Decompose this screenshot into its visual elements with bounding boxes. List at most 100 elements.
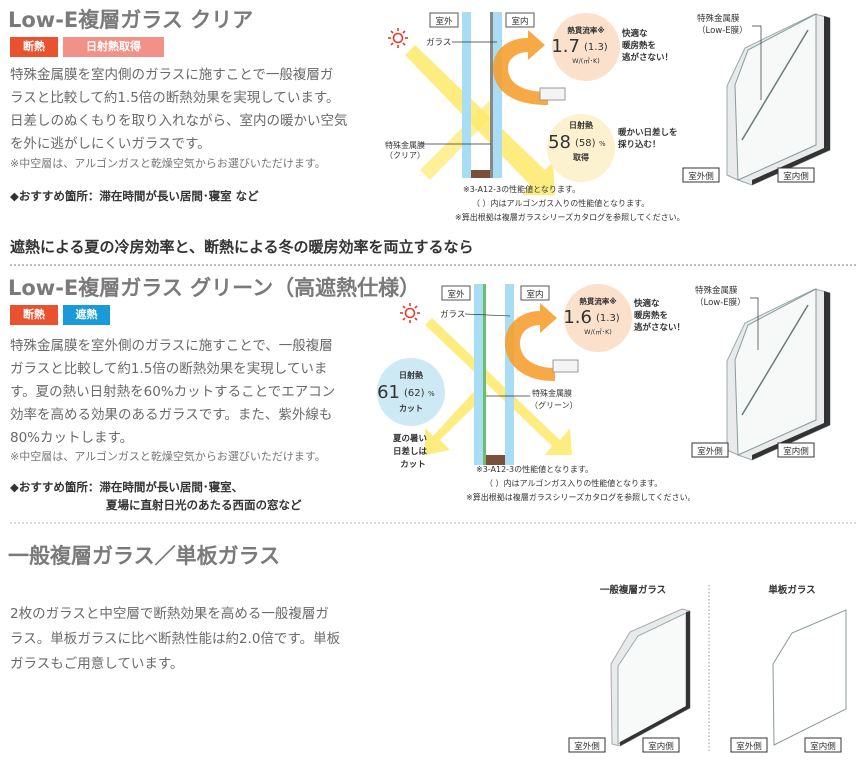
u-caption: 逃がさない！	[622, 52, 673, 63]
badge-solar-gain: 日射熱取得	[63, 37, 164, 57]
solar-argon: (62)	[404, 388, 425, 399]
inside-side-label: 室内側	[783, 171, 809, 182]
inside-side-box	[777, 167, 815, 183]
section1-title: Low-E複層ガラス クリア	[8, 8, 254, 32]
film-leader	[750, 297, 759, 350]
body-line: 日差しのぬくもりを取り入れながら、室内の暖かい空気	[10, 113, 348, 129]
inside-label: 室内	[526, 289, 543, 300]
film-leader	[752, 25, 762, 100]
solar-caption: カット	[400, 460, 426, 470]
single-glass-icon	[772, 609, 847, 746]
inside-side-label: 室内側	[783, 446, 809, 457]
inside-side-box	[804, 737, 842, 753]
diagram-note: ※3-A12-3の性能値となります。	[463, 184, 580, 194]
heat-arrow	[493, 30, 548, 105]
film-label-sub: （クリア）	[385, 151, 425, 160]
u-caption: 快適な	[622, 28, 648, 39]
section2-recommend: ◆おすすめ箇所：滞在時間が長い居間･寝室、	[10, 480, 244, 494]
spacer	[486, 455, 505, 465]
solar-value: 61	[377, 382, 400, 403]
body-line: ラスと比較して約1.5倍の断熱効果を実現しています。	[10, 90, 340, 106]
solar-value: 58	[548, 132, 571, 153]
low-e-film-line	[741, 29, 809, 141]
low-e-green-illustration: 特殊金属膜 （Low-E膜） 室外側 室内側	[691, 285, 831, 461]
low-e-film-line	[741, 304, 809, 416]
solar-sub: 取得	[573, 152, 589, 162]
outside-side-box	[730, 737, 768, 753]
body-line: ガラスと比較して約1.5倍の断熱効果を実現していま	[10, 361, 328, 377]
film-label-sub: （グリーン）	[530, 400, 578, 410]
inner-glass-pane	[505, 284, 514, 465]
air-conditioner-icon	[552, 359, 579, 373]
solar-caption: 日差しは	[393, 446, 428, 457]
inside-side-box	[642, 737, 680, 753]
section1-note: ※中空層は、アルゴンガスと乾燥空気からお選びいただけます。	[10, 157, 326, 170]
section1-body: 特殊金属膜を室内側のガラスに施すことで一般複層ガ ラスと比較して約1.5倍の断熱…	[10, 64, 348, 156]
solar-pct: %	[599, 140, 606, 148]
outer-glass-pane	[474, 284, 483, 465]
section3-body: 2枚のガラスと中空層で断熱効果を高める一般複層ガ ラス。単板ガラスに比べ断熱性能…	[10, 602, 340, 677]
solar-label: 日射熱	[569, 120, 593, 130]
front-pane	[734, 13, 817, 181]
low-e-film	[490, 12, 493, 178]
green-glass-diagram: 室外 室内 ガラス 特殊金属膜 （グリーン） 熱貫流率※ 1.6 (1.3) W…	[377, 284, 690, 502]
solar-caption: 夏の暑い	[392, 433, 427, 444]
u-argon: (1.3)	[584, 42, 608, 53]
glass-comparison-illustration: 一般複層ガラス 単板ガラス 室外側 室内側 室外側 室内側	[568, 584, 847, 753]
solar-label: 日射熱	[399, 370, 423, 380]
film-label: 特殊金属膜	[697, 13, 740, 24]
inside-side-label: 室内側	[648, 741, 674, 752]
film-label-sub: （Low-E膜）	[695, 297, 746, 308]
sun-icon	[400, 303, 420, 323]
section3-title: 一般複層ガラス／単板ガラス	[8, 544, 281, 568]
front-pane	[734, 288, 817, 456]
u-caption: 逃がさない！	[634, 322, 685, 333]
u-argon: (1.3)	[596, 313, 620, 324]
air-conditioner-icon	[539, 87, 566, 101]
heat-arrow	[505, 303, 557, 381]
outside-label: 室外	[447, 289, 465, 300]
sun-icon	[388, 28, 408, 48]
outside-side-label: 室外側	[688, 171, 714, 182]
u-unit: W/(㎡･K)	[572, 56, 600, 65]
u-caption: 暖房熱を	[622, 40, 656, 51]
u-label: 熱貫流率※	[579, 296, 616, 306]
solar-argon: (58)	[575, 138, 596, 149]
outside-side-box	[568, 737, 606, 753]
section2-body: 特殊金属膜を室外側のガラスに施すことで、一般複層 ガラスと比較して約1.5倍の断…	[10, 335, 335, 450]
green-film	[483, 284, 486, 465]
body-line: 効率を高める効果のあるガラスです。また、紫外線も	[10, 407, 333, 423]
body-line: 特殊金属膜を室内側のガラスに施すことで一般複層ガ	[10, 67, 334, 83]
outside-side-label: 室外側	[574, 741, 600, 752]
body-line: を外に逃がしにくいガラスです。	[10, 136, 211, 152]
solar-caption: 暖かい日差しを	[618, 127, 678, 138]
u-value: 1.7	[551, 36, 580, 57]
double-glass-label: 一般複層ガラス	[600, 584, 666, 596]
badge-insulation: 断熱	[10, 305, 58, 325]
clear-glass-diagram: 室外 室内 ガラス 特殊金属膜 （クリア） 熱貫流率※ 1.7 (1.3) W/…	[385, 12, 680, 222]
badge-heat-shield: 遮熱	[63, 305, 110, 325]
dotted-divider	[10, 264, 856, 266]
u-value-circle	[564, 284, 632, 352]
film-label: 特殊金属膜	[385, 140, 425, 150]
banner-heading: 遮熱による夏の冷房効率と、断熱による冬の暖房効率を両立するなら	[10, 238, 474, 256]
inner-glass-pane	[493, 12, 502, 178]
outside-label-box	[441, 285, 471, 301]
body-line: 80%カットします。	[10, 430, 134, 446]
outside-side-box	[691, 442, 729, 458]
section1-recommend: ◆おすすめ箇所：滞在時間が長い居間･寝室 など	[10, 189, 259, 203]
section2-title: Low-E複層ガラス グリーン（高遮熱仕様）	[8, 276, 421, 300]
inside-side-label: 室内側	[810, 741, 836, 752]
inside-side-box	[777, 442, 815, 458]
solar-circle	[547, 114, 615, 182]
body-line: 2枚のガラスと中空層で断熱効果を高める一般複層ガ	[10, 606, 329, 622]
sun-ray-band	[425, 318, 572, 455]
glass-label: ガラス	[440, 309, 465, 320]
outside-label-box	[429, 12, 459, 28]
reflected-ray-band	[425, 385, 488, 455]
solar-sub: カット	[399, 404, 423, 413]
outside-side-label: 室外側	[736, 741, 762, 752]
section2-recommend-2: 夏場に直射日光のあたる西面の窓など	[106, 498, 302, 512]
inside-label-box	[505, 12, 535, 28]
film-label-sub: （Low-E膜）	[697, 25, 748, 36]
